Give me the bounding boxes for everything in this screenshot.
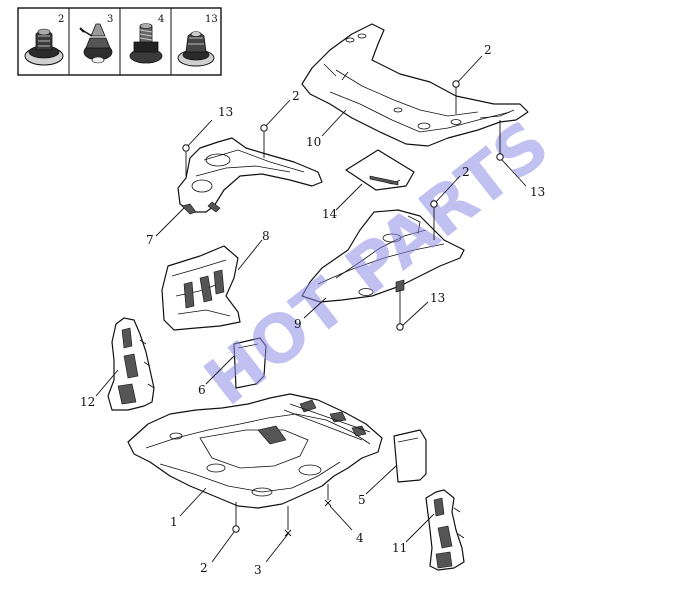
part-12-left-bracket (107, 317, 155, 411)
fastener-key: 2 3 4 13 (17, 7, 222, 76)
callout-5: 5 (358, 493, 366, 507)
marker-2-underbody (232, 525, 240, 533)
callout-2-rear-crossmember: 2 (462, 165, 470, 179)
part-14-cover-plate (345, 149, 415, 191)
callout-3: 3 (254, 563, 262, 577)
callout-14: 14 (322, 207, 338, 221)
part-8-side-shield (161, 245, 241, 331)
marker-13-rear-crossmember (396, 323, 404, 331)
callout-6: 6 (198, 383, 206, 397)
callout-2-top-right: 2 (484, 43, 492, 57)
callout-13-left-rail: 13 (218, 105, 233, 119)
marker-3-screw (284, 529, 292, 537)
tapping-screw-icon (79, 23, 113, 64)
callout-12: 12 (80, 395, 95, 409)
key-label-13: 13 (205, 14, 218, 25)
part-9-rear-crossmember (301, 209, 465, 303)
callout-4: 4 (356, 531, 364, 545)
flange-bolt-icon (129, 23, 163, 64)
callout-7: 7 (146, 233, 154, 247)
callout-2-left-rail: 2 (292, 89, 300, 103)
part-5-side-panel (393, 429, 427, 483)
key-label-4: 4 (158, 14, 164, 25)
marker-4-bolt (324, 499, 332, 507)
callout-13-rear-crossmember: 13 (430, 291, 445, 305)
marker-2-rear-crossmember (430, 200, 438, 208)
callout-8: 8 (262, 229, 270, 243)
part-6-small-panel (233, 337, 267, 389)
callout-1: 1 (170, 515, 178, 529)
marker-2-top-right (452, 80, 460, 88)
marker-13-right (496, 153, 504, 161)
part-11-right-bracket (425, 489, 465, 571)
key-label-3: 3 (107, 14, 113, 25)
part-1-underbody-shield (127, 393, 383, 509)
callout-11: 11 (392, 541, 407, 555)
marker-2-left-rail (260, 124, 268, 132)
key-label-2: 2 (58, 14, 64, 25)
rivet-clip-icon (177, 31, 215, 67)
marker-13-left-rail (182, 144, 190, 152)
callout-10: 10 (306, 135, 321, 149)
part-10-front-crossmember (301, 23, 529, 147)
push-clip-icon (24, 28, 64, 66)
callout-13-right: 13 (530, 185, 545, 199)
callout-9: 9 (294, 317, 302, 331)
part-7-front-rail (177, 137, 323, 215)
callout-2-underbody: 2 (200, 561, 208, 575)
